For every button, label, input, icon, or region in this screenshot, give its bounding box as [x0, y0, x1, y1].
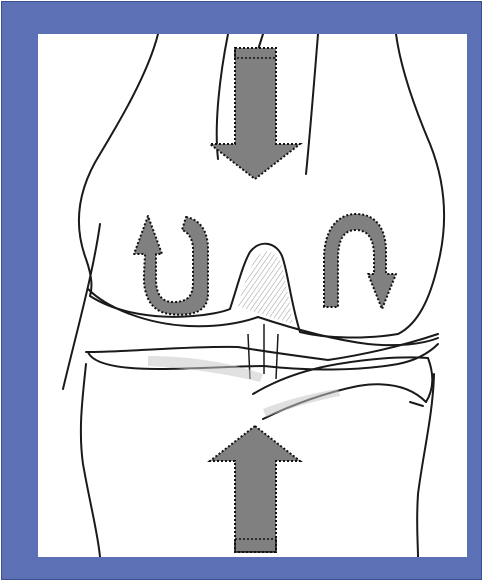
left-fibular-line	[63, 224, 100, 389]
illustration-panel	[38, 34, 467, 557]
knee-diagram	[38, 34, 467, 557]
patella-edge-left	[217, 34, 228, 159]
tibia-left-edge	[81, 364, 100, 557]
ligament-crossing	[253, 357, 432, 402]
femur-outline-right	[396, 34, 444, 334]
compression-arrow-down-icon	[210, 48, 300, 179]
rotation-arrow-right-icon	[324, 214, 396, 309]
meniscus-lower	[86, 334, 438, 360]
rotation-arrow-left-icon	[134, 216, 208, 315]
patella-edge-right	[306, 34, 318, 174]
ligament-shading	[148, 356, 340, 417]
tibia-small-mark	[410, 402, 423, 406]
cruciate-ligament	[238, 251, 293, 379]
compression-arrow-up-icon	[210, 426, 300, 552]
